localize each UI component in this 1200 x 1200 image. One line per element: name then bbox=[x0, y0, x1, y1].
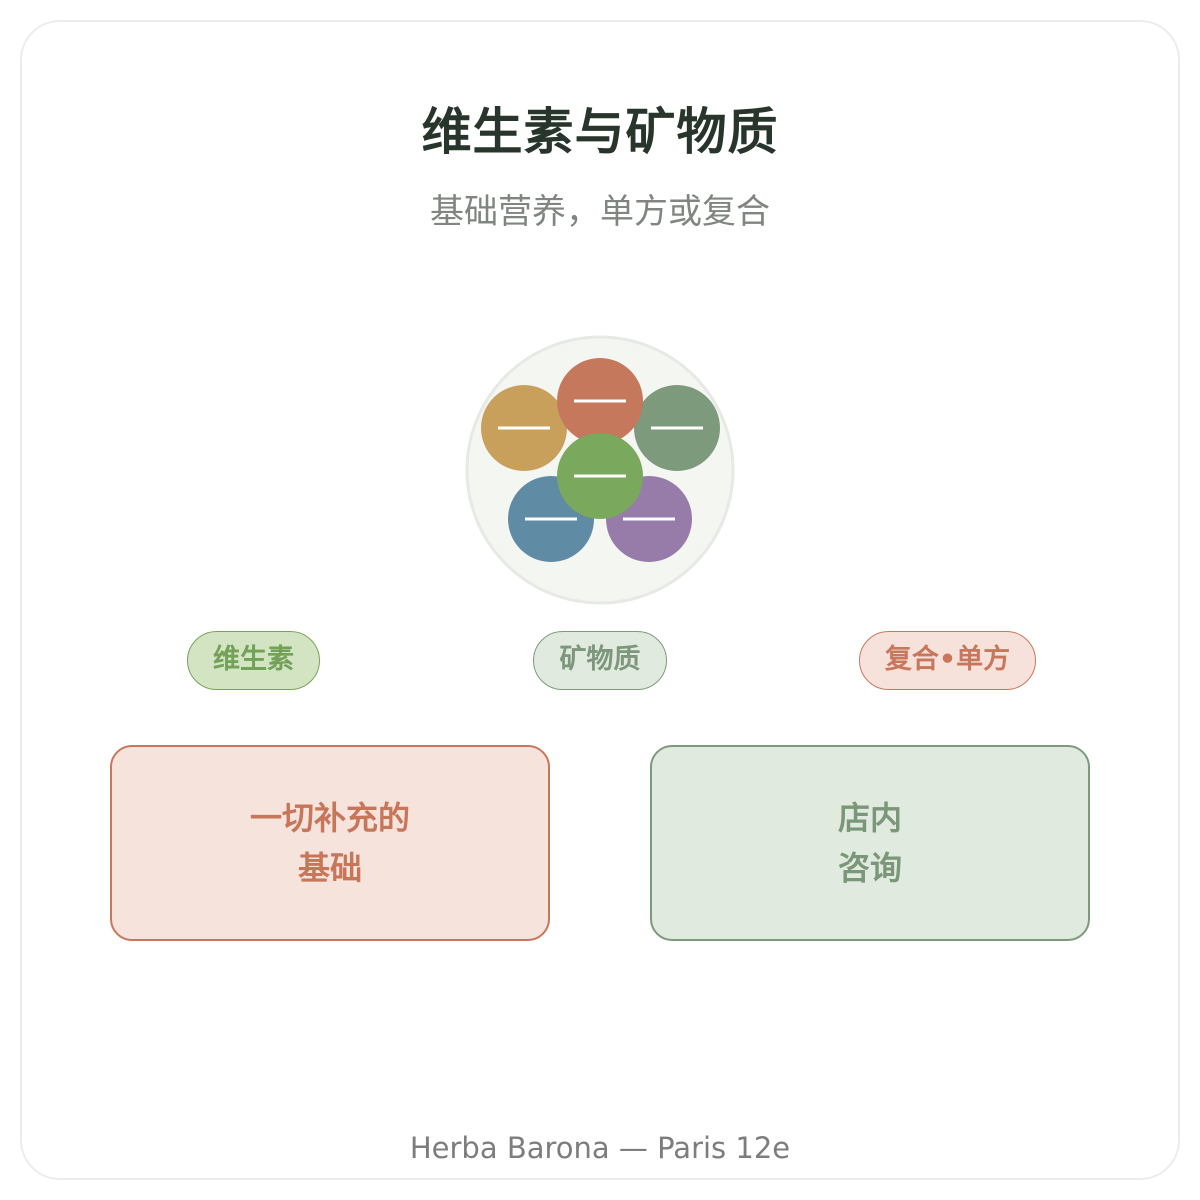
foundation-box-text: 一切补充的 基础 bbox=[250, 793, 410, 893]
pill-left bbox=[481, 385, 567, 471]
page-subtitle: 基础营养，单方或复合 bbox=[430, 192, 770, 232]
supplement-pills-icon bbox=[465, 335, 735, 605]
foundation-box-line2: 基础 bbox=[297, 849, 362, 887]
foundation-box-line1: 一切补充的 bbox=[249, 799, 410, 837]
pill-right bbox=[634, 385, 720, 471]
tag-minerals: 矿物质 bbox=[533, 631, 667, 690]
tag-vitamins: 维生素 bbox=[187, 631, 320, 690]
pill-top bbox=[557, 358, 643, 444]
consultation-box-text: 店内 咨询 bbox=[838, 793, 902, 893]
tag-complex-single: 复合•单方 bbox=[859, 631, 1036, 690]
consultation-box: 店内 咨询 bbox=[650, 745, 1090, 941]
pill-center bbox=[557, 433, 643, 519]
page-title: 维生素与矿物质 bbox=[421, 103, 779, 161]
consultation-box-line1: 店内 bbox=[837, 799, 902, 837]
consultation-box-line2: 咨询 bbox=[837, 849, 902, 887]
foundation-box: 一切补充的 基础 bbox=[110, 745, 550, 941]
pills-cluster-graphic bbox=[465, 335, 735, 605]
footer-brand: Herba Barona — Paris 12e bbox=[409, 1131, 791, 1165]
